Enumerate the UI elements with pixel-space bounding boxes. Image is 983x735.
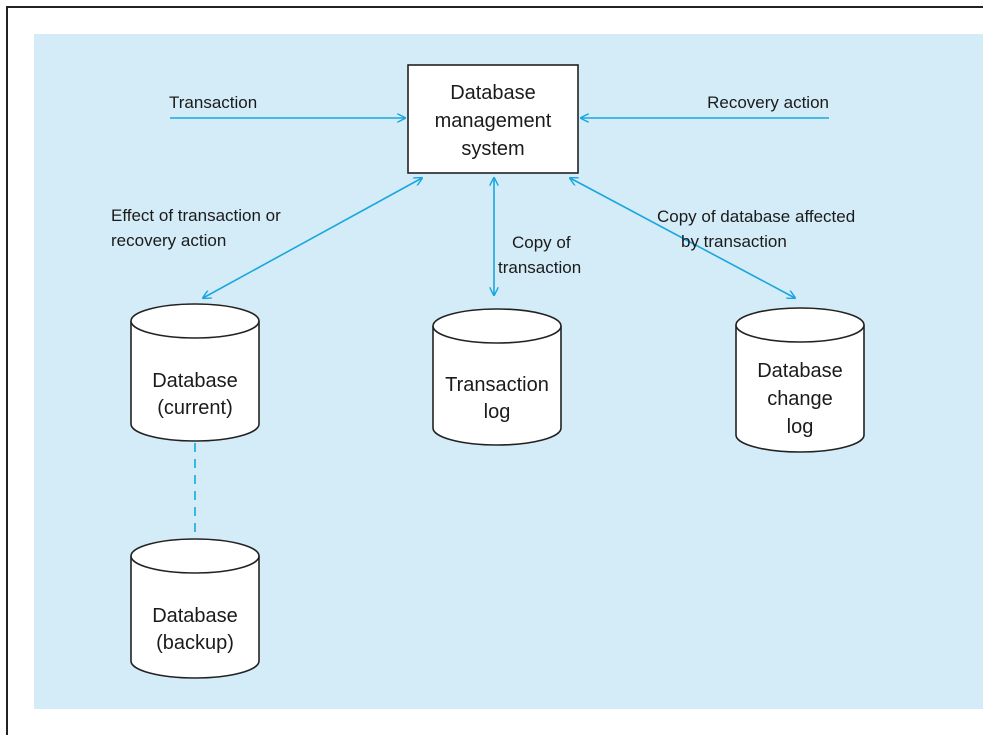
dbms-label-line3: system (461, 138, 524, 160)
effect-label-line1: Effect of transaction or (111, 206, 281, 225)
transaction-log-label-line1: Transaction (445, 374, 549, 396)
database-current-cylinder (130, 303, 260, 442)
change-log-label-line2: change (767, 388, 833, 410)
copy-of-database-label-line2: by transaction (681, 232, 787, 251)
database-current-label-line1: Database (152, 370, 238, 392)
dbms-label-line1: Database (450, 82, 536, 104)
database-backup-label-line2: (backup) (156, 632, 234, 654)
copy-of-transaction-label-line2: transaction (498, 258, 581, 277)
transaction-log-cylinder (432, 308, 562, 446)
dbms-label-line2: management (435, 110, 552, 132)
database-change-log-cylinder (735, 307, 865, 453)
transaction-log-label-line2: log (484, 401, 511, 423)
copy-of-database-arrow (570, 178, 795, 298)
copy-of-transaction-label-line1: Copy of (512, 233, 571, 252)
recovery-action-label: Recovery action (707, 93, 829, 112)
change-log-label-line3: log (787, 416, 814, 438)
transaction-label: Transaction (169, 93, 257, 112)
change-log-label-line1: Database (757, 360, 843, 382)
copy-of-database-label-line1: Copy of database affected (657, 207, 855, 226)
database-backup-cylinder (130, 538, 260, 679)
dbms-box (407, 64, 579, 174)
database-current-label-line2: (current) (157, 397, 233, 419)
database-backup-label-line1: Database (152, 605, 238, 627)
effect-label-line2: recovery action (111, 231, 226, 250)
figure-frame (6, 6, 983, 735)
effect-arrow (203, 178, 422, 298)
